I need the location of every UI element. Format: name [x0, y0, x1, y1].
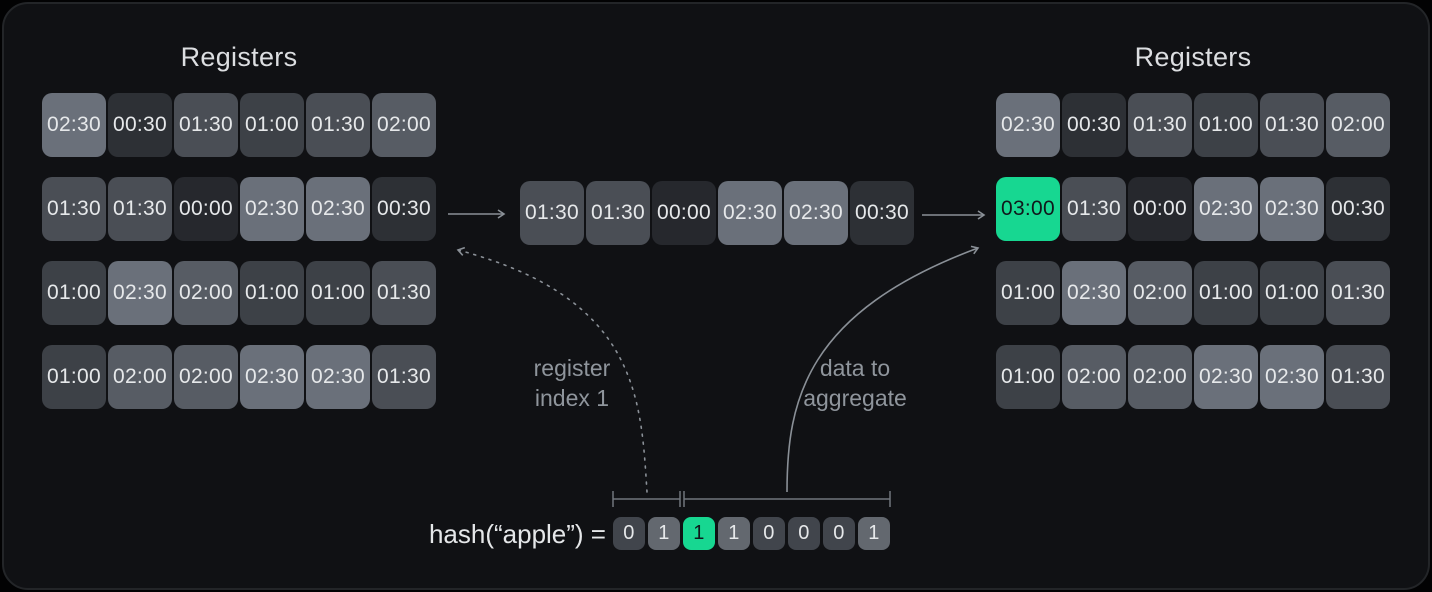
register-cell: 02:30	[42, 93, 106, 157]
register-cell: 01:30	[1326, 261, 1390, 325]
register-cell: 00:30	[850, 181, 914, 245]
register-index-label-line1: register	[533, 355, 611, 381]
register-cell: 01:00	[240, 261, 304, 325]
register-cell: 01:30	[174, 93, 238, 157]
register-cell: 01:00	[42, 261, 106, 325]
register-cell: 01:30	[42, 177, 106, 241]
hash-bit: 1	[858, 517, 890, 550]
register-cell: 02:30	[996, 93, 1060, 157]
register-cell: 01:00	[1194, 261, 1258, 325]
register-cell: 02:00	[1062, 345, 1126, 409]
register-cell: 01:30	[1260, 93, 1324, 157]
hash-bit: 0	[613, 517, 645, 550]
register-cell: 02:30	[1260, 177, 1324, 241]
hash-bit: 0	[788, 517, 820, 550]
register-cell: 02:30	[1260, 345, 1324, 409]
register-cell: 00:30	[108, 93, 172, 157]
register-cell: 02:30	[1194, 345, 1258, 409]
data-to-aggregate-label-line2: aggregate	[803, 385, 907, 411]
register-cell: 02:00	[1128, 345, 1192, 409]
register-cell: 02:00	[174, 345, 238, 409]
register-cell: 01:30	[372, 345, 436, 409]
register-cell: 00:30	[1062, 93, 1126, 157]
register-cell: 01:30	[1062, 177, 1126, 241]
register-cell: 02:30	[240, 345, 304, 409]
register-cell: 00:00	[174, 177, 238, 241]
register-cell: 01:30	[306, 93, 370, 157]
register-cell: 01:00	[996, 261, 1060, 325]
register-cell: 02:30	[718, 181, 782, 245]
register-cell: 01:30	[520, 181, 584, 245]
register-cell: 01:30	[1128, 93, 1192, 157]
left-registers-title: Registers	[180, 42, 298, 72]
register-cell: 01:00	[306, 261, 370, 325]
register-cell: 01:30	[1326, 345, 1390, 409]
register-cell: 01:30	[586, 181, 650, 245]
register-cell: 02:30	[306, 345, 370, 409]
register-cell: 02:30	[306, 177, 370, 241]
hash-bit: 1	[683, 517, 715, 550]
register-cell: 01:30	[372, 261, 436, 325]
register-index-label-line2: index 1	[534, 385, 610, 411]
register-cell: 01:00	[42, 345, 106, 409]
register-cell: 00:30	[1326, 177, 1390, 241]
register-cell: 02:30	[1194, 177, 1258, 241]
register-cell: 00:00	[1128, 177, 1192, 241]
hash-bit: 1	[718, 517, 750, 550]
register-cell: 03:00	[996, 177, 1060, 241]
hash-bit: 0	[753, 517, 785, 550]
register-cell: 01:00	[1194, 93, 1258, 157]
register-cell: 01:00	[1260, 261, 1324, 325]
register-cell: 00:30	[372, 177, 436, 241]
register-cell: 02:00	[174, 261, 238, 325]
register-cell: 02:30	[1062, 261, 1126, 325]
hash-expression-label: hash(“apple”) =	[428, 519, 606, 549]
register-cell: 02:30	[108, 261, 172, 325]
data-to-aggregate-label: data to aggregate	[745, 353, 965, 413]
register-cell: 01:30	[108, 177, 172, 241]
register-cell: 01:00	[996, 345, 1060, 409]
register-cell: 02:00	[108, 345, 172, 409]
register-cell: 02:00	[1326, 93, 1390, 157]
register-cell: 01:00	[240, 93, 304, 157]
register-cell: 00:00	[652, 181, 716, 245]
hash-bit: 1	[648, 517, 680, 550]
register-cell: 02:00	[1128, 261, 1192, 325]
register-cell: 02:30	[240, 177, 304, 241]
register-cell: 02:00	[372, 93, 436, 157]
hash-bit: 0	[823, 517, 855, 550]
data-to-aggregate-label-line1: data to	[819, 355, 891, 381]
right-registers-title: Registers	[1134, 42, 1252, 72]
register-index-label: register index 1	[462, 353, 682, 413]
register-cell: 02:30	[784, 181, 848, 245]
